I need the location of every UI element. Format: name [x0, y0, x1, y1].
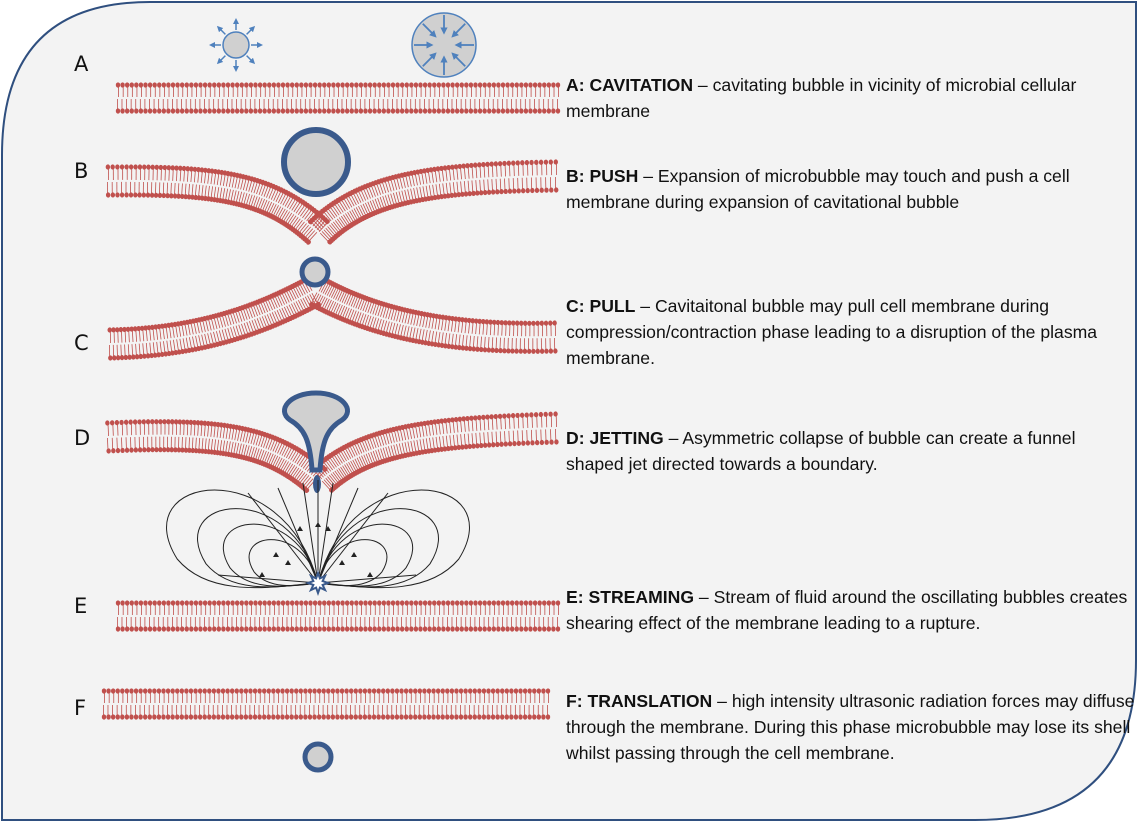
- jet-tip: [313, 475, 321, 493]
- bubble-translation: [302, 741, 334, 773]
- membrane-d-left: [105, 419, 328, 494]
- membrane-b-left: [105, 164, 330, 245]
- row-letter-d: D: [74, 426, 91, 450]
- row-letter-e: E: [74, 594, 88, 618]
- membrane-c-right: [309, 277, 558, 354]
- description-d: D: JETTING – Asymmetric collapse of bubb…: [566, 425, 1136, 477]
- description-title: B: PUSH: [566, 166, 639, 186]
- description-title: D: JETTING: [566, 428, 664, 448]
- description-a: A: CAVITATION – cavitating bubble in vic…: [566, 72, 1136, 124]
- description-title: F: TRANSLATION: [566, 691, 713, 711]
- description-title: C: PULL: [566, 296, 636, 316]
- oscillating-bubble: [305, 570, 331, 596]
- membrane-f: [101, 688, 551, 720]
- membrane-d-right: [310, 411, 559, 493]
- membrane-b-right: [307, 159, 559, 245]
- row-letter-c: C: [74, 331, 89, 355]
- description-text: – high intensity ultrasonic radiation fo…: [566, 691, 1135, 763]
- jet-bubble: [282, 390, 350, 473]
- description-text: – cavitating bubble in vicinity of micro…: [566, 75, 1077, 121]
- description-text: – Asymmetric collapse of bubble can crea…: [566, 428, 1076, 474]
- row-letter-f: F: [74, 696, 87, 720]
- description-c: C: PULL – Cavitaitonal bubble may pull c…: [566, 293, 1136, 371]
- membrane-a: [115, 82, 561, 114]
- membrane-e: [115, 600, 561, 632]
- description-text: – Cavitaitonal bubble may pull cell memb…: [566, 296, 1098, 368]
- membrane-c-left: [107, 277, 321, 361]
- description-b: B: PUSH – Expansion of microbubble may t…: [566, 163, 1136, 215]
- row-letter-a: A: [74, 52, 89, 76]
- bubble-pull: [299, 256, 331, 288]
- description-f: F: TRANSLATION – high intensity ultrason…: [566, 688, 1136, 766]
- description-text: – Expansion of microbubble may touch and…: [566, 166, 1070, 212]
- row-letter-b: B: [74, 159, 89, 183]
- description-e: E: STREAMING – Stream of fluid around th…: [566, 584, 1136, 636]
- bubble-expanding: [209, 18, 263, 72]
- description-title: E: STREAMING: [566, 587, 695, 607]
- description-title: A: CAVITATION: [566, 75, 694, 95]
- bubble-contracting: [411, 12, 477, 78]
- bubble-push: [281, 127, 351, 197]
- description-text: – Stream of fluid around the oscillating…: [566, 587, 1128, 633]
